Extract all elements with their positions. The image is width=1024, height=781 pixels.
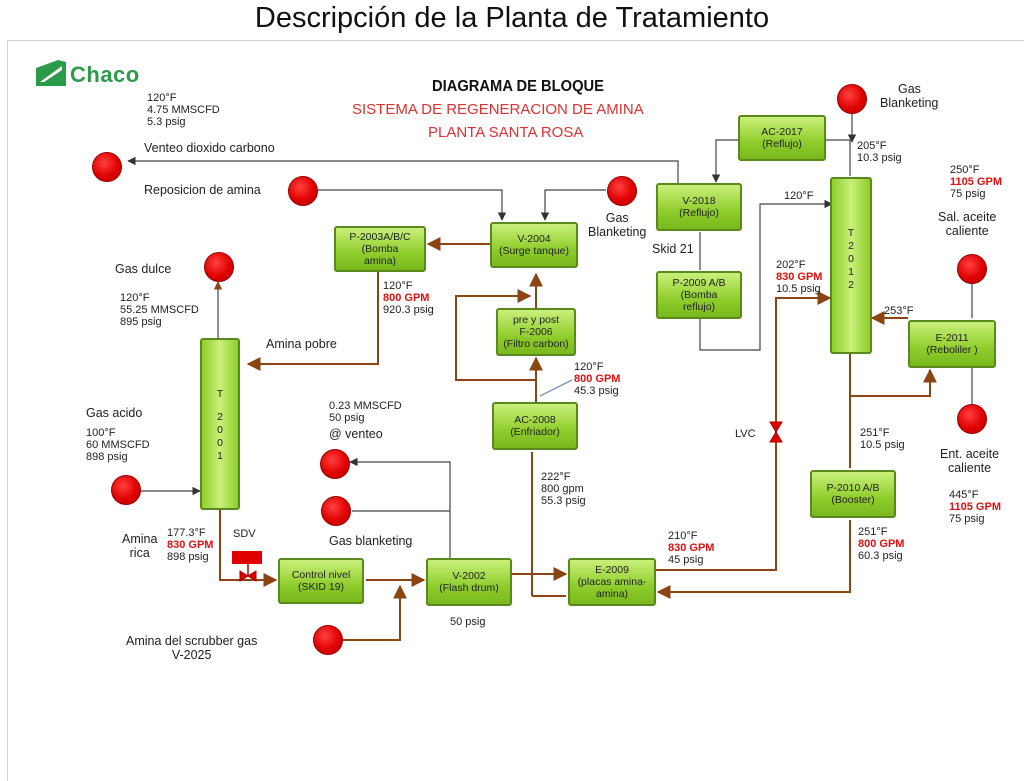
line-amina-pobre — [246, 272, 379, 371]
logo-text: Chaco — [70, 62, 140, 87]
line-p2010-e2009 — [656, 520, 851, 599]
line-venteo — [349, 457, 451, 558]
unit-v2004: V-2004(Surge tanque) — [490, 222, 578, 268]
line-p2009-reflux — [699, 199, 833, 351]
line-ac2017-v2018 — [711, 139, 738, 183]
line-reposicion — [318, 189, 507, 221]
gas-acido-circle-icon — [111, 475, 141, 505]
chaco-logo-icon — [36, 60, 66, 86]
reflux-temp: 120°F — [784, 190, 814, 202]
scrubber-circle-icon — [313, 625, 343, 655]
unit-ac2017: AC-2017(Reflujo) — [738, 115, 826, 161]
lvc-valve-icon — [769, 421, 783, 443]
gas-dulce-circle-icon — [204, 252, 234, 282]
amina-pobre-label: Amina pobre — [266, 337, 337, 351]
tower-t2012: T 2 0 1 2 — [830, 177, 872, 354]
reboiler-in-temp: 253°F — [884, 305, 914, 317]
unit-v2018: V-2018(Reflujo) — [656, 183, 742, 231]
gas-blanketing-top-circle-icon — [837, 84, 867, 114]
venteo-co2-label: Venteo dioxido carbono — [144, 141, 275, 155]
unit-v2002: V-2002(Flash drum) — [426, 558, 512, 606]
pointer-ac2008 — [539, 379, 573, 397]
sal-aceite-circle-icon — [957, 254, 987, 284]
gas-blanketing-low-circle-icon — [321, 496, 351, 526]
line-scrubber — [340, 584, 407, 641]
unit-p2010: P-2010 A/B(Booster) — [810, 470, 896, 518]
sdv-actuator-icon — [232, 551, 262, 564]
lvc-label: LVC — [735, 428, 756, 440]
venteo-circle-icon — [320, 449, 350, 479]
line-gas-blanket-v2004 — [540, 189, 606, 221]
line-filtro-bypass — [455, 289, 532, 381]
gas-acido-label: Gas acido — [86, 406, 143, 420]
gas-dulce-label: Gas dulce — [115, 262, 172, 276]
reposicion-circle-icon — [288, 176, 318, 206]
line-t2012-ac2017 — [826, 139, 851, 176]
diagram-subtitle-2: PLANTA SANTA ROSA — [428, 124, 584, 141]
diagram-subtitle-1: SISTEMA DE REGENERACION DE AMINA — [352, 101, 644, 118]
diagram-title: DIAGRAMA DE BLOQUE — [432, 78, 605, 95]
venteo-co2-circle-icon — [92, 152, 122, 182]
line-venteo-co2 — [127, 156, 679, 184]
tower-t2001: T 2 0 0 1 — [200, 338, 240, 510]
gas-blanketing-mid-circle-icon — [607, 176, 637, 206]
sdv-label: SDV — [233, 528, 256, 540]
reposicion-label: Reposicion de amina — [144, 183, 261, 197]
unit-e2011: E-2011(Reboliler ) — [908, 320, 996, 368]
unit-e2009: E-2009(placas amina-amina) — [568, 558, 656, 606]
ent-aceite-circle-icon — [957, 404, 987, 434]
unit-control-nivel: Control nivel(SKID 19) — [278, 558, 364, 604]
gas-blanketing-low-label: Gas blanketing — [329, 534, 413, 548]
v2002-pressure: 50 psig — [450, 616, 486, 628]
line-amina-rica — [219, 510, 278, 587]
slide-title: Descripción de la Planta de Tratamiento — [254, 2, 770, 34]
skid21-label: Skid 21 — [652, 242, 694, 256]
unit-ac2008: AC-2008(Enfriador) — [492, 402, 578, 450]
slide-frame — [7, 40, 1024, 781]
